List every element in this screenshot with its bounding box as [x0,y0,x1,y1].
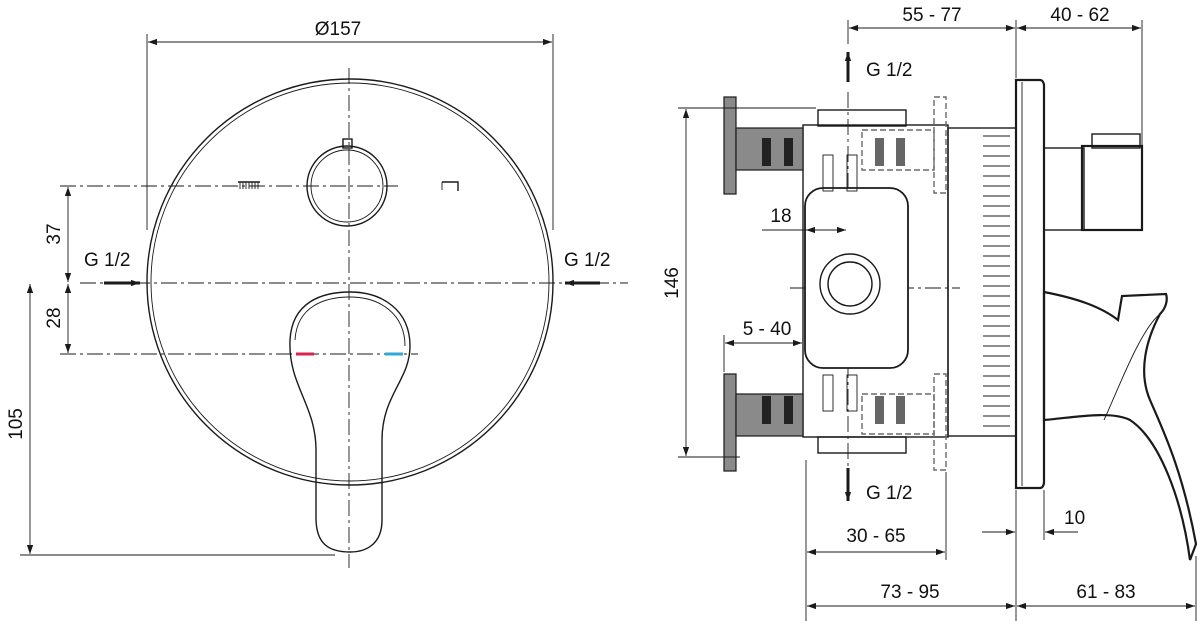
cover-plate-inner-rim [150,82,550,482]
diverter-knob-outer [306,145,388,227]
top-outlet-collar [817,109,907,127]
dim-diameter-label: Ø157 [315,19,361,40]
lower-dashed-slot-1 [875,396,884,424]
bottom-outlet-collar [817,436,907,454]
upper-pipe-slot-2 [784,138,793,166]
lever-side-edge [1103,313,1161,421]
dim-40-62-label: 40 - 62 [1050,5,1109,26]
lever-side [1042,290,1198,561]
wall-plate-profile [1014,78,1046,490]
dim-5-40-label: 5 - 40 [743,319,792,340]
upper-pipe-slot-1 [762,138,771,166]
diverter-knob-cap [1080,144,1144,232]
dim-105-label: 105 [6,408,27,440]
mixer-lever [289,291,411,553]
diverter-knob-side [1043,147,1085,231]
dim-146-label: 146 [662,267,683,299]
diverter-knob-tip [1091,133,1141,149]
bath-spout-icon [441,181,459,191]
housing-thread [983,135,1010,427]
dim-73-95-label: 73 - 95 [880,582,939,603]
upper-flange-dashed [933,96,947,194]
upper-pipe-flange [723,96,737,195]
upper-spacer-right [846,154,858,192]
diverter-knob-inner [310,149,384,223]
inlet-right-label: G 1/2 [564,250,610,271]
lower-dashed-slot-2 [896,396,905,424]
dim-10-label: 10 [1064,508,1085,529]
upper-dashed-slot-2 [896,138,905,166]
lower-flange-dashed [933,373,947,471]
dim-61-83-label: 61 - 83 [1076,582,1135,603]
cover-plate [146,78,554,486]
lower-spacer-left [822,374,834,412]
mixer-lever-inner [294,296,406,347]
dim-37-label: 37 [44,223,65,244]
outlet-top-label: G 1/2 [866,60,912,81]
dim-28-label: 28 [44,307,65,328]
dim-18-label: 18 [770,206,791,227]
lower-spacer-right [846,374,858,412]
upper-spacer-left [822,154,834,192]
upper-dashed-slot-1 [875,138,884,166]
lower-pipe-slot-2 [784,396,793,424]
lower-pipe-flange [723,373,737,472]
diverter-marker [342,138,353,149]
cartridge-port-outer [819,253,881,315]
outlet-bottom-label: G 1/2 [866,483,912,504]
dim-30-65-label: 30 - 65 [846,526,905,547]
side-view: G 1/2 G 1/2 55 - 77 40 - 62 146 18 5 - 4… [662,5,1198,621]
dim-55-77-label: 55 - 77 [902,5,961,26]
lower-pipe-slot-1 [762,396,771,424]
installation-housing [947,127,1017,437]
shower-head-icon [238,181,260,189]
front-view: Ø157 37 28 105 G 1/2 G 1/2 [6,19,628,568]
cartridge-port-inner [827,261,873,307]
inlet-left-label: G 1/2 [84,250,130,271]
